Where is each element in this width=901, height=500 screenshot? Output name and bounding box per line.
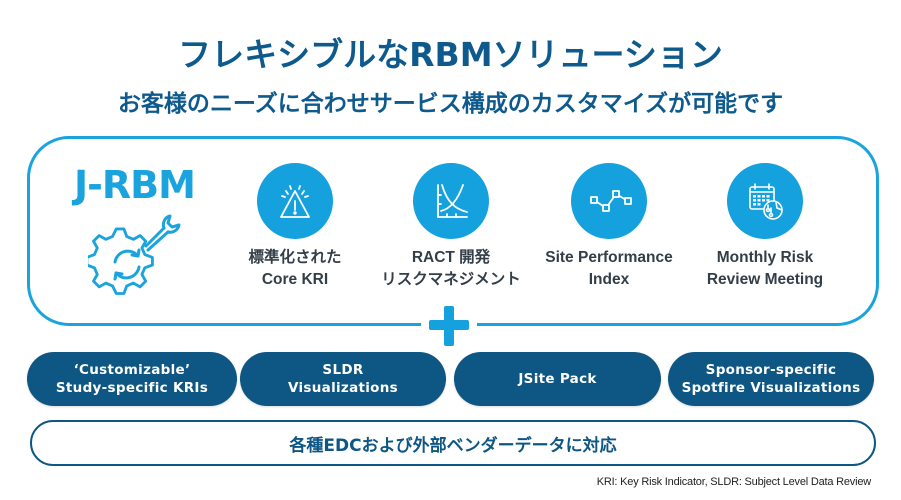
feature-icon-circle bbox=[413, 163, 489, 239]
page-title: フレキシブルなRBMソリューション bbox=[178, 35, 723, 74]
feature-label-line: Core KRI bbox=[261, 271, 329, 288]
addon-customizable-kris[interactable]: ‘Customizable’ Study-specific KRIs bbox=[27, 352, 237, 406]
data-sources-text: 各種EDCおよび外部ベンダーデータに対応 bbox=[289, 435, 617, 456]
feature-icon-circle bbox=[257, 163, 333, 239]
brand-name: J-RBM bbox=[74, 163, 196, 207]
feature-site-performance: Site Performance Index bbox=[524, 163, 694, 291]
gear-wrench-icon bbox=[88, 214, 181, 295]
feature-core-kri: 標準化された Core KRI bbox=[210, 163, 380, 291]
calendar-globe-icon bbox=[749, 183, 783, 220]
addon-spotfire-visualizations[interactable]: Sponsor-specific Spotfire Visualizations bbox=[668, 352, 874, 406]
feature-label-line: 標準化された bbox=[248, 249, 342, 266]
page-subtitle: お客様のニーズに合わせサービス構成のカスタマイズが可能です bbox=[117, 91, 784, 117]
line-chart-icon bbox=[590, 190, 632, 212]
feature-label-line: リスクマネジメント bbox=[381, 271, 521, 288]
feature-icon-circle bbox=[571, 163, 647, 239]
feature-icon-circle bbox=[727, 163, 803, 239]
feature-label-line: Site Performance bbox=[545, 249, 673, 266]
curve-chart-icon bbox=[437, 184, 468, 218]
feature-label-line: Index bbox=[588, 271, 630, 288]
addon-jsite-pack[interactable]: JSite Pack bbox=[454, 352, 661, 406]
plus-icon bbox=[421, 306, 477, 346]
plus-icon-vertical bbox=[444, 306, 454, 346]
feature-ract: RACT 開発 リスクマネジメント bbox=[366, 163, 536, 291]
feature-label: Site Performance Index bbox=[524, 247, 694, 291]
feature-monthly-review: Monthly Risk Review Meeting bbox=[680, 163, 850, 291]
feature-label-line: RACT 開発 bbox=[411, 249, 491, 266]
data-sources-banner: 各種EDCおよび外部ベンダーデータに対応 bbox=[30, 420, 876, 466]
feature-label: RACT 開発 リスクマネジメント bbox=[366, 247, 536, 291]
feature-label: Monthly Risk Review Meeting bbox=[680, 247, 850, 291]
feature-label-line: Monthly Risk bbox=[716, 249, 814, 266]
warning-triangle-icon bbox=[280, 185, 310, 218]
footnote: KRI: Key Risk Indicator, SLDR: Subject L… bbox=[596, 476, 872, 488]
feature-label: 標準化された Core KRI bbox=[210, 247, 380, 291]
feature-label-line: Review Meeting bbox=[706, 271, 824, 288]
addon-sldr-visualizations[interactable]: SLDR Visualizations bbox=[240, 352, 446, 406]
